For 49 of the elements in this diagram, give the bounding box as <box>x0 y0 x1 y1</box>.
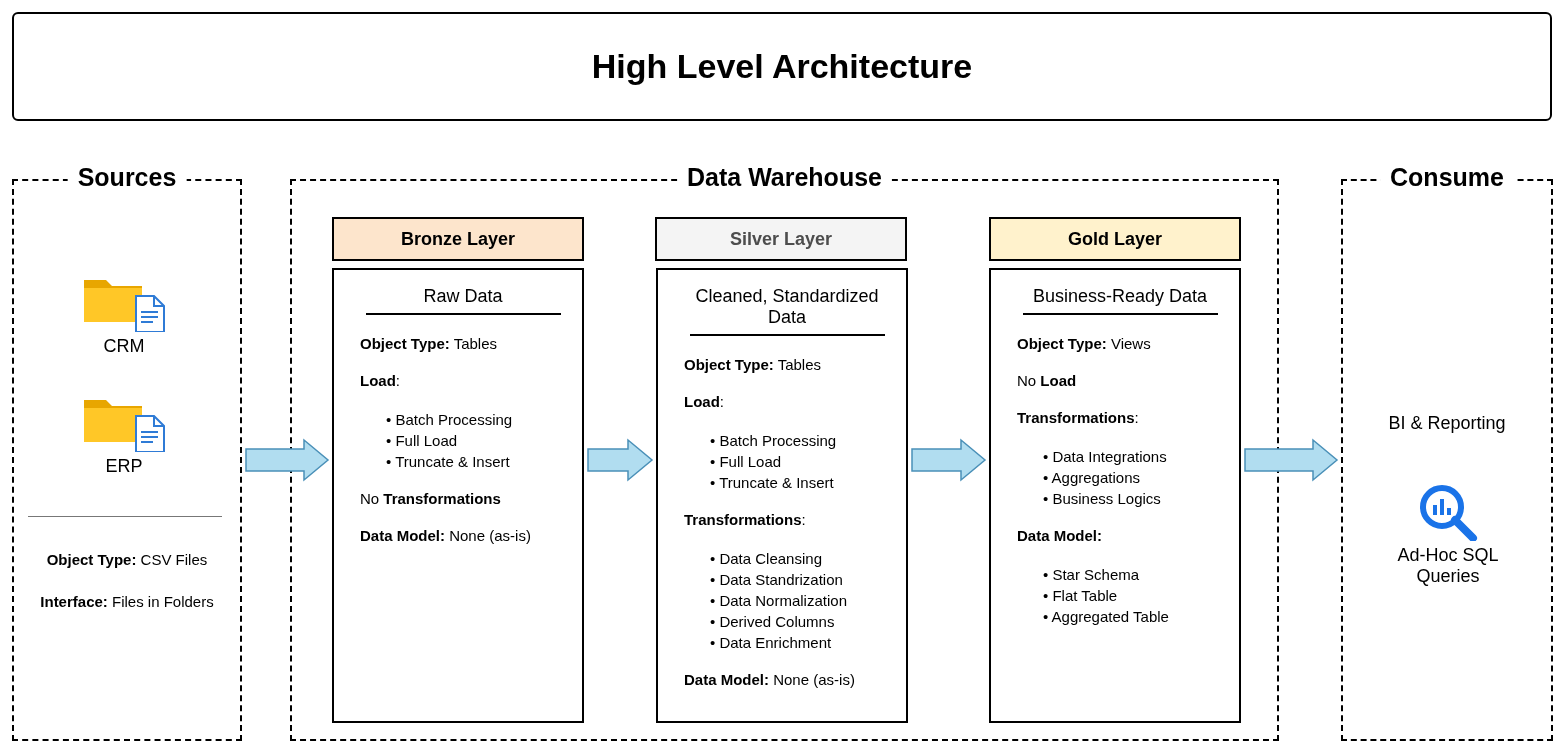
list-item: • Truncate & Insert <box>385 452 511 472</box>
layer-card <box>656 268 908 723</box>
list-item: • Flat Table <box>1042 586 1119 606</box>
info-text: Interface: Files in Folders <box>39 593 215 610</box>
card-heading: Business-Ready Data <box>1022 286 1218 315</box>
list-item: • Derived Columns <box>709 612 836 632</box>
block-arrow <box>1244 438 1339 482</box>
layer-header: Bronze Layer <box>332 217 584 261</box>
card-text: Transformations: <box>1017 409 1140 426</box>
card-text: Data Model: None (as-is) <box>360 527 532 544</box>
layer-card <box>332 268 584 723</box>
list-item: • Star Schema <box>1042 565 1141 585</box>
list-item: • Data Integrations <box>1042 447 1168 467</box>
list-item: • Aggregated Table <box>1042 607 1170 627</box>
card-text: Data Model: None (as-is) <box>684 671 856 688</box>
block-arrow <box>245 438 330 482</box>
card-heading: Raw Data <box>365 286 561 315</box>
card-text: Load: <box>360 372 401 389</box>
list-item: • Data Cleansing <box>709 549 823 569</box>
folder-label: ERP <box>104 456 144 477</box>
card-text: Load: <box>684 393 725 410</box>
list-item: • Data Normalization <box>709 591 848 611</box>
card-text: Object Type: Tables <box>360 335 498 352</box>
list-item: • Full Load <box>709 452 783 472</box>
layer-header: Silver Layer <box>655 217 907 261</box>
title: High Level Architecture <box>591 47 973 86</box>
card-text: Object Type: Views <box>1017 335 1152 352</box>
list-item: • Aggregations <box>1042 468 1141 488</box>
folder-label: CRM <box>102 336 146 357</box>
card-text: Data Model: <box>1017 527 1103 544</box>
layer-card <box>989 268 1241 723</box>
node-label: Ad-Hoc SQL Queries <box>1396 545 1500 587</box>
list-item: • Batch Processing <box>709 431 838 451</box>
block-arrow <box>911 438 987 482</box>
block-arrow <box>587 438 654 482</box>
card-text: No Load <box>1017 372 1078 389</box>
list-item: • Truncate & Insert <box>709 473 835 493</box>
card-heading: Cleaned, Standardized Data <box>689 286 885 336</box>
node-label: BI & Reporting <box>1387 413 1507 434</box>
list-item: • Full Load <box>385 431 459 451</box>
list-item: • Batch Processing <box>385 410 514 430</box>
list-item: • Data Enrichment <box>709 633 833 653</box>
info-text: Object Type: CSV Files <box>45 551 209 568</box>
layer-header: Gold Layer <box>989 217 1241 261</box>
card-text: Transformations: <box>684 511 807 528</box>
card-text: Object Type: Tables <box>684 356 822 373</box>
list-item: • Business Logics <box>1042 489 1162 509</box>
card-text: No Transformations <box>360 490 502 507</box>
list-item: • Data Standrization <box>709 570 844 590</box>
